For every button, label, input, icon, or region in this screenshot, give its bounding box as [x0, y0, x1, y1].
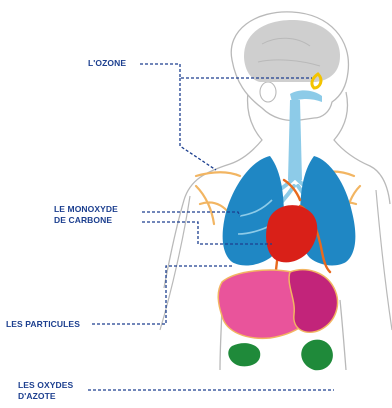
- ear: [260, 82, 276, 102]
- leader-particules: [92, 266, 234, 324]
- label-oxydes-d-azote: LES OXYDES D'AZOTE: [18, 380, 73, 402]
- label-ozone: L'OZONE: [88, 58, 126, 69]
- kidney-right: [301, 340, 333, 371]
- leader-ozone-throat: [180, 78, 216, 170]
- label-particules: LES PARTICULES: [6, 319, 80, 330]
- stomach: [289, 270, 337, 333]
- label-monoxyde-de-carbone: LE MONOXYDE DE CARBONE: [54, 204, 118, 226]
- trachea: [288, 100, 302, 180]
- arm-outline-left: [160, 196, 190, 330]
- arm-outline-right: [376, 190, 392, 330]
- kidney-left: [228, 343, 260, 366]
- brain: [244, 20, 340, 82]
